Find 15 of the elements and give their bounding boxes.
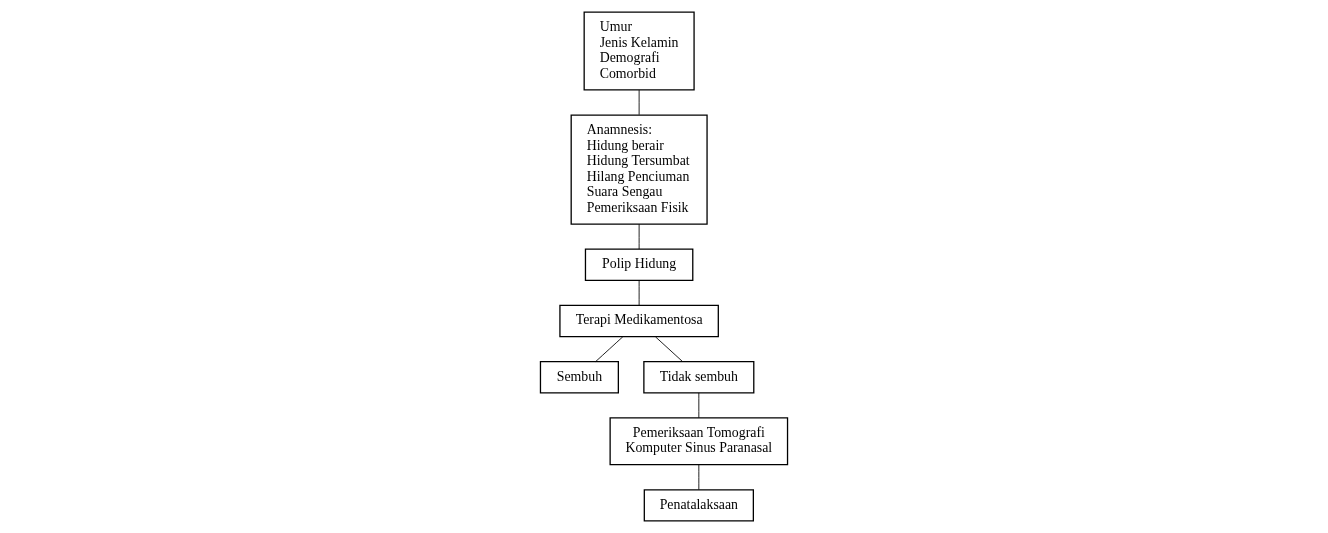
- node-box: Pemeriksaan Tomografi Komputer Sinus Paranasal: [609, 417, 789, 466]
- node-box: Tidak sembuh: [643, 361, 755, 394]
- node-box: Sembuh: [539, 361, 619, 394]
- connector: [638, 223, 640, 250]
- connector: [638, 89, 640, 116]
- node-box: Terapi Medikamentosa: [559, 304, 719, 338]
- connector: [698, 464, 700, 491]
- node-box: Polip Hidung: [584, 248, 694, 281]
- connector: [655, 336, 683, 362]
- node-box: Umur Jenis Kelamin Demografi Comorbid: [583, 11, 695, 91]
- node-box: Anamnesis: Hidung berair Hidung Tersumbat Hilang Penciuman Suara Sengau Pemeriksaan Fisik: [570, 114, 708, 225]
- connector: [638, 280, 640, 306]
- connector: [595, 336, 624, 362]
- node-box: Penatalaksaan: [643, 489, 754, 522]
- connector: [698, 392, 700, 419]
